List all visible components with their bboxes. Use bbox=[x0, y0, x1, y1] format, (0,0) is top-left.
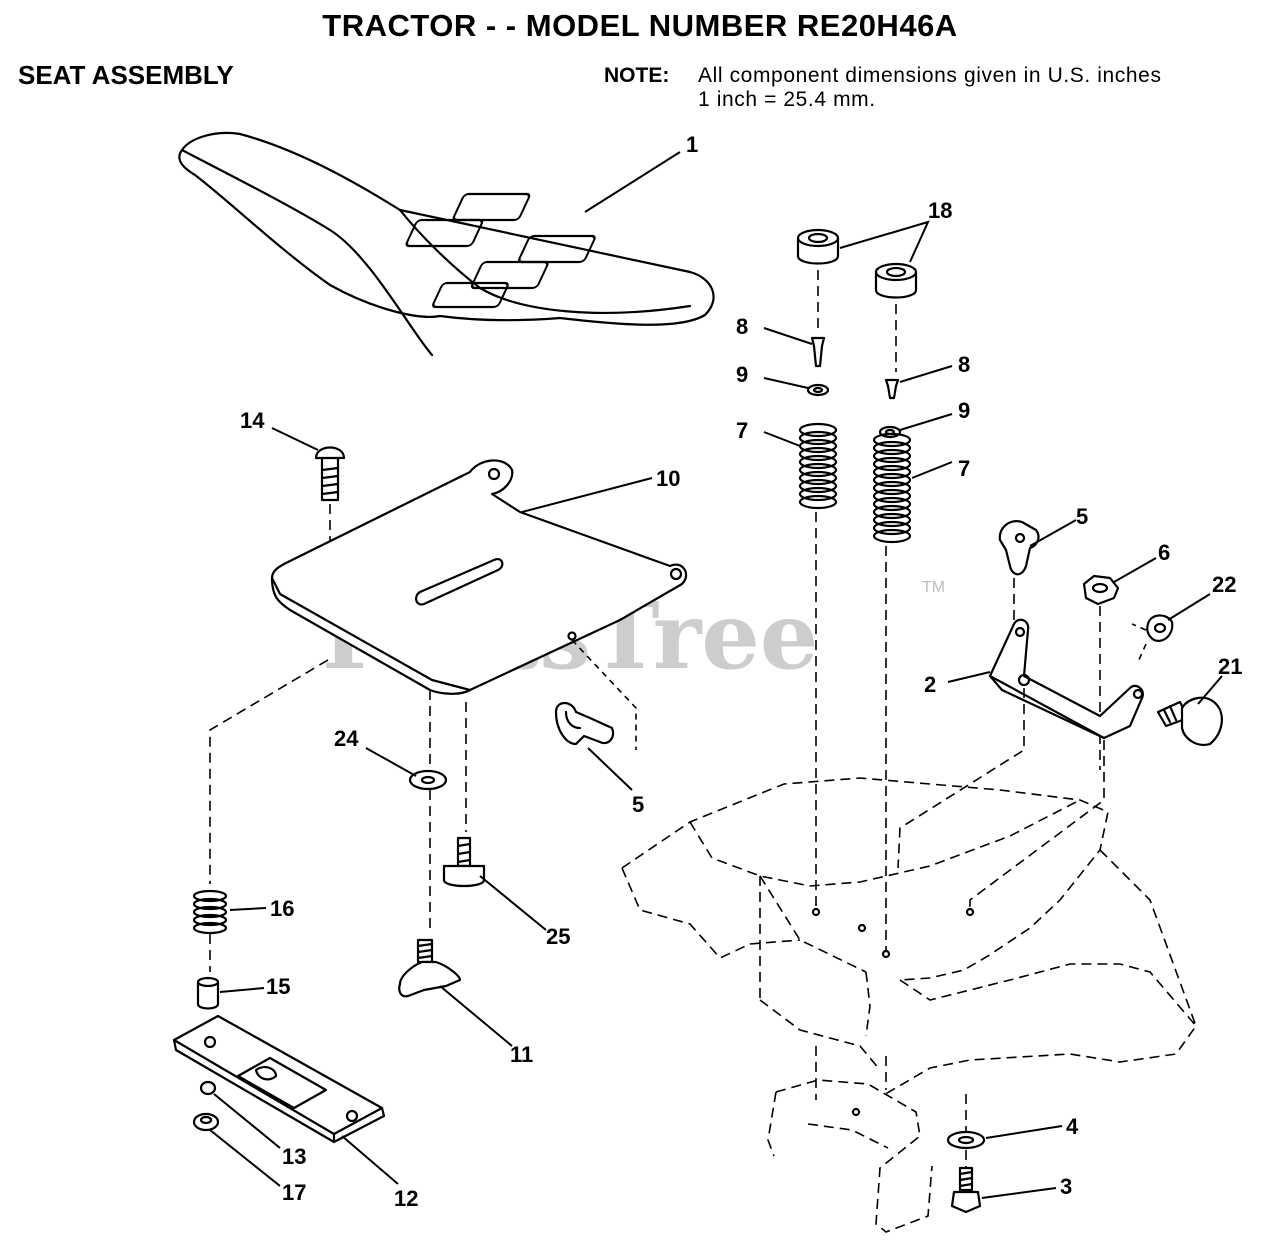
callout-5-right[interactable]: 5 bbox=[1076, 504, 1088, 529]
bracket-right-path bbox=[969, 740, 1105, 912]
locknut-part-6[interactable] bbox=[1082, 574, 1120, 606]
leader-8-right bbox=[899, 365, 953, 383]
nut-part-13[interactable] bbox=[199, 1080, 217, 1096]
note-label: NOTE: bbox=[604, 64, 670, 87]
spring-part-7-left[interactable] bbox=[798, 422, 838, 510]
pan-to-spring-path bbox=[209, 659, 329, 884]
screw-part-8-left[interactable] bbox=[810, 336, 826, 368]
leader-12 bbox=[341, 1135, 399, 1185]
callout-15[interactable]: 15 bbox=[266, 974, 290, 999]
watermark-trademark: TM bbox=[922, 579, 945, 596]
leader-22 bbox=[1167, 593, 1211, 621]
leader-21 bbox=[1197, 675, 1223, 705]
leader-14 bbox=[271, 427, 319, 451]
callout-9-right[interactable]: 9 bbox=[958, 398, 970, 423]
callout-8-left[interactable]: 8 bbox=[736, 314, 748, 339]
tractor-frame bbox=[621, 777, 1197, 1233]
wing-knob-part-11[interactable] bbox=[398, 938, 462, 998]
bolt-part-21[interactable] bbox=[1156, 696, 1223, 746]
bracket-part-2[interactable] bbox=[988, 618, 1144, 740]
bolt-part-3[interactable] bbox=[950, 1166, 982, 1214]
assembly-name: SEAT ASSEMBLY bbox=[18, 60, 234, 90]
leader-5-right bbox=[1029, 519, 1077, 547]
callout-12[interactable]: 12 bbox=[394, 1186, 418, 1211]
callout-7-right[interactable]: 7 bbox=[958, 456, 970, 481]
callout-10[interactable]: 10 bbox=[656, 466, 680, 491]
bumper-part-18-right[interactable] bbox=[874, 262, 918, 299]
callout-7-left[interactable]: 7 bbox=[736, 418, 748, 443]
screw-part-8-right[interactable] bbox=[884, 378, 900, 400]
callout-11[interactable]: 11 bbox=[510, 1042, 533, 1067]
callout-13[interactable]: 13 bbox=[282, 1144, 306, 1169]
callout-14[interactable]: 14 bbox=[240, 408, 265, 433]
leader-10 bbox=[521, 477, 653, 513]
bracket-down-path bbox=[897, 688, 1025, 869]
clip-part-5-right[interactable] bbox=[998, 520, 1040, 576]
note-text-line-1: All component dimensions given in U.S. i… bbox=[698, 64, 1162, 87]
callout-25[interactable]: 25 bbox=[546, 924, 570, 949]
leader-5-left bbox=[587, 747, 633, 791]
bushing-part-15[interactable] bbox=[196, 976, 220, 1010]
callout-2[interactable]: 2 bbox=[924, 672, 936, 697]
callout-5-left[interactable]: 5 bbox=[632, 792, 644, 817]
spring-part-16[interactable] bbox=[192, 889, 228, 935]
shoulder-bolt-part-25[interactable] bbox=[442, 836, 486, 888]
seat-pan-part-10[interactable] bbox=[270, 459, 688, 695]
callout-3[interactable]: 3 bbox=[1060, 1174, 1072, 1199]
leader-2 bbox=[947, 671, 991, 683]
callout-21[interactable]: 21 bbox=[1218, 654, 1242, 679]
callout-18[interactable]: 18 bbox=[928, 198, 952, 223]
leader-1 bbox=[584, 151, 681, 213]
leader-3 bbox=[981, 1187, 1057, 1199]
leader-18 bbox=[839, 220, 930, 263]
slide-bracket-part-12[interactable] bbox=[172, 1014, 386, 1144]
leader-8-left bbox=[763, 327, 813, 345]
washer-part-4[interactable] bbox=[946, 1130, 986, 1150]
leader-15 bbox=[219, 987, 265, 993]
callout-4[interactable]: 4 bbox=[1066, 1114, 1079, 1139]
carriage-bolt-part-14[interactable] bbox=[314, 446, 346, 502]
washer-part-24[interactable] bbox=[408, 769, 448, 791]
callout-22[interactable]: 22 bbox=[1212, 572, 1236, 597]
flange-nut-part-17[interactable] bbox=[192, 1112, 220, 1132]
callout-24[interactable]: 24 bbox=[334, 726, 359, 751]
leader-16 bbox=[229, 907, 267, 911]
leader-24 bbox=[365, 747, 417, 777]
washer-part-9-left[interactable] bbox=[806, 383, 830, 397]
leader-13 bbox=[213, 1093, 281, 1149]
bumper-part-18-left[interactable] bbox=[796, 228, 840, 265]
seat-part-1[interactable] bbox=[178, 131, 715, 357]
callout-6[interactable]: 6 bbox=[1158, 540, 1170, 565]
spring-part-7-right[interactable] bbox=[872, 432, 912, 544]
diagram-title: TRACTOR - - MODEL NUMBER RE20H46A bbox=[322, 8, 958, 43]
clip-part-5-left[interactable] bbox=[554, 701, 615, 746]
leader-7-right bbox=[911, 461, 953, 479]
callout-9-left[interactable]: 9 bbox=[736, 362, 748, 387]
leader-9-right bbox=[899, 413, 953, 431]
callout-16[interactable]: 16 bbox=[270, 896, 294, 921]
callout-8-right[interactable]: 8 bbox=[958, 352, 970, 377]
leader-4 bbox=[985, 1125, 1063, 1139]
leader-7-left bbox=[763, 431, 801, 447]
callout-1[interactable]: 1 bbox=[686, 132, 698, 157]
pan-to-clip-path bbox=[571, 639, 637, 750]
leader-17 bbox=[209, 1129, 281, 1187]
leader-9-left bbox=[763, 377, 809, 389]
leader-25 bbox=[479, 875, 547, 931]
nut-part-22[interactable] bbox=[1146, 614, 1174, 642]
callout-17[interactable]: 17 bbox=[282, 1180, 306, 1205]
leader-11 bbox=[439, 985, 513, 1047]
nut-22-path bbox=[1131, 623, 1147, 663]
note-text-line-2: 1 inch = 25.4 mm. bbox=[698, 88, 876, 111]
leader-6 bbox=[1113, 557, 1157, 583]
